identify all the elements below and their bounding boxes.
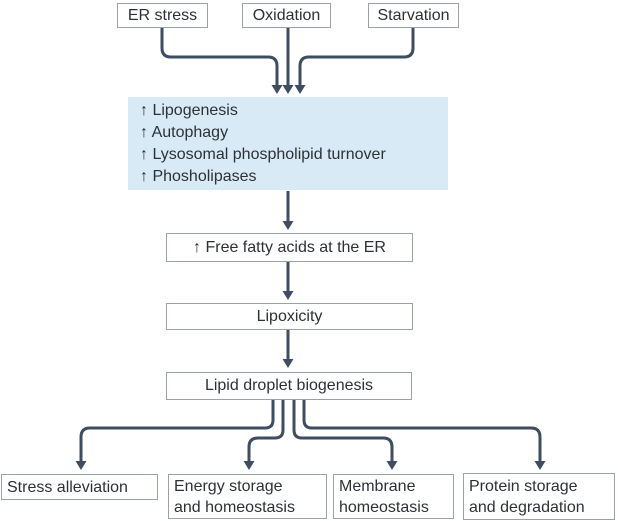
node-stress-alleviation: Stress alleviation (1, 474, 158, 500)
node-label: Oxidation (252, 6, 321, 24)
connector-er-stress (160, 27, 279, 86)
node-lipid-droplet-biogenesis: Lipid droplet biogenesis (166, 372, 412, 400)
node-starvation: Starvation (368, 3, 459, 28)
node-er-stress: ER stress (117, 3, 208, 28)
process-item-lysosomal-turnover: ↑ Lysosomal phospholipid turnover (140, 145, 386, 163)
node-label: ↑ Free fatty acids at the ER (193, 238, 386, 256)
arrow-lines (79, 27, 542, 462)
connector-to-membrane (292, 400, 394, 462)
node-label: Membrane homeostasis (339, 477, 429, 516)
node-membrane-homeostasis: Membrane homeostasis (333, 474, 454, 519)
process-item-autophagy: ↑ Autophagy (140, 123, 229, 141)
node-oxidation: Oxidation (242, 3, 331, 28)
process-item-lipogenesis: ↑ Lipogenesis (140, 101, 238, 119)
connector-starvation (298, 27, 415, 86)
node-energy-storage: Energy storage and homeostasis (168, 474, 327, 519)
node-label: Lipid droplet biogenesis (204, 377, 374, 394)
arrowhead-icon (282, 85, 294, 94)
node-lipoxicity: Lipoxicity (166, 303, 413, 330)
connector-to-stress-alleviation (79, 400, 275, 462)
node-label: Lipoxicity (256, 307, 323, 325)
node-label: Protein storage and degradation (469, 477, 585, 516)
arrowhead-icon (282, 221, 294, 230)
connector-to-protein-storage (302, 400, 542, 462)
arrowhead-icon (282, 359, 294, 368)
arrow-heads (75, 85, 546, 470)
arrowhead-icon (271, 85, 283, 94)
process-item-phosholipases: ↑ Phosholipases (140, 167, 257, 185)
arrowhead-icon (282, 291, 294, 300)
arrowhead-icon (294, 85, 306, 94)
arrowhead-icon (243, 461, 255, 470)
arrowhead-icon (386, 461, 398, 470)
arrowhead-icon (75, 461, 87, 470)
node-protein-storage: Protein storage and degradation (463, 473, 615, 520)
upregulated-processes-panel: ↑ Lipogenesis ↑ Autophagy ↑ Lysosomal ph… (128, 97, 448, 190)
node-label: Stress alleviation (7, 478, 128, 496)
node-label: Starvation (377, 6, 450, 24)
node-label: ER stress (127, 6, 198, 24)
arrowhead-icon (534, 461, 546, 470)
connector-to-energy-storage (247, 400, 285, 462)
node-free-fatty-acids: ↑ Free fatty acids at the ER (166, 233, 413, 262)
node-label: Energy storage and homeostasis (174, 477, 295, 516)
